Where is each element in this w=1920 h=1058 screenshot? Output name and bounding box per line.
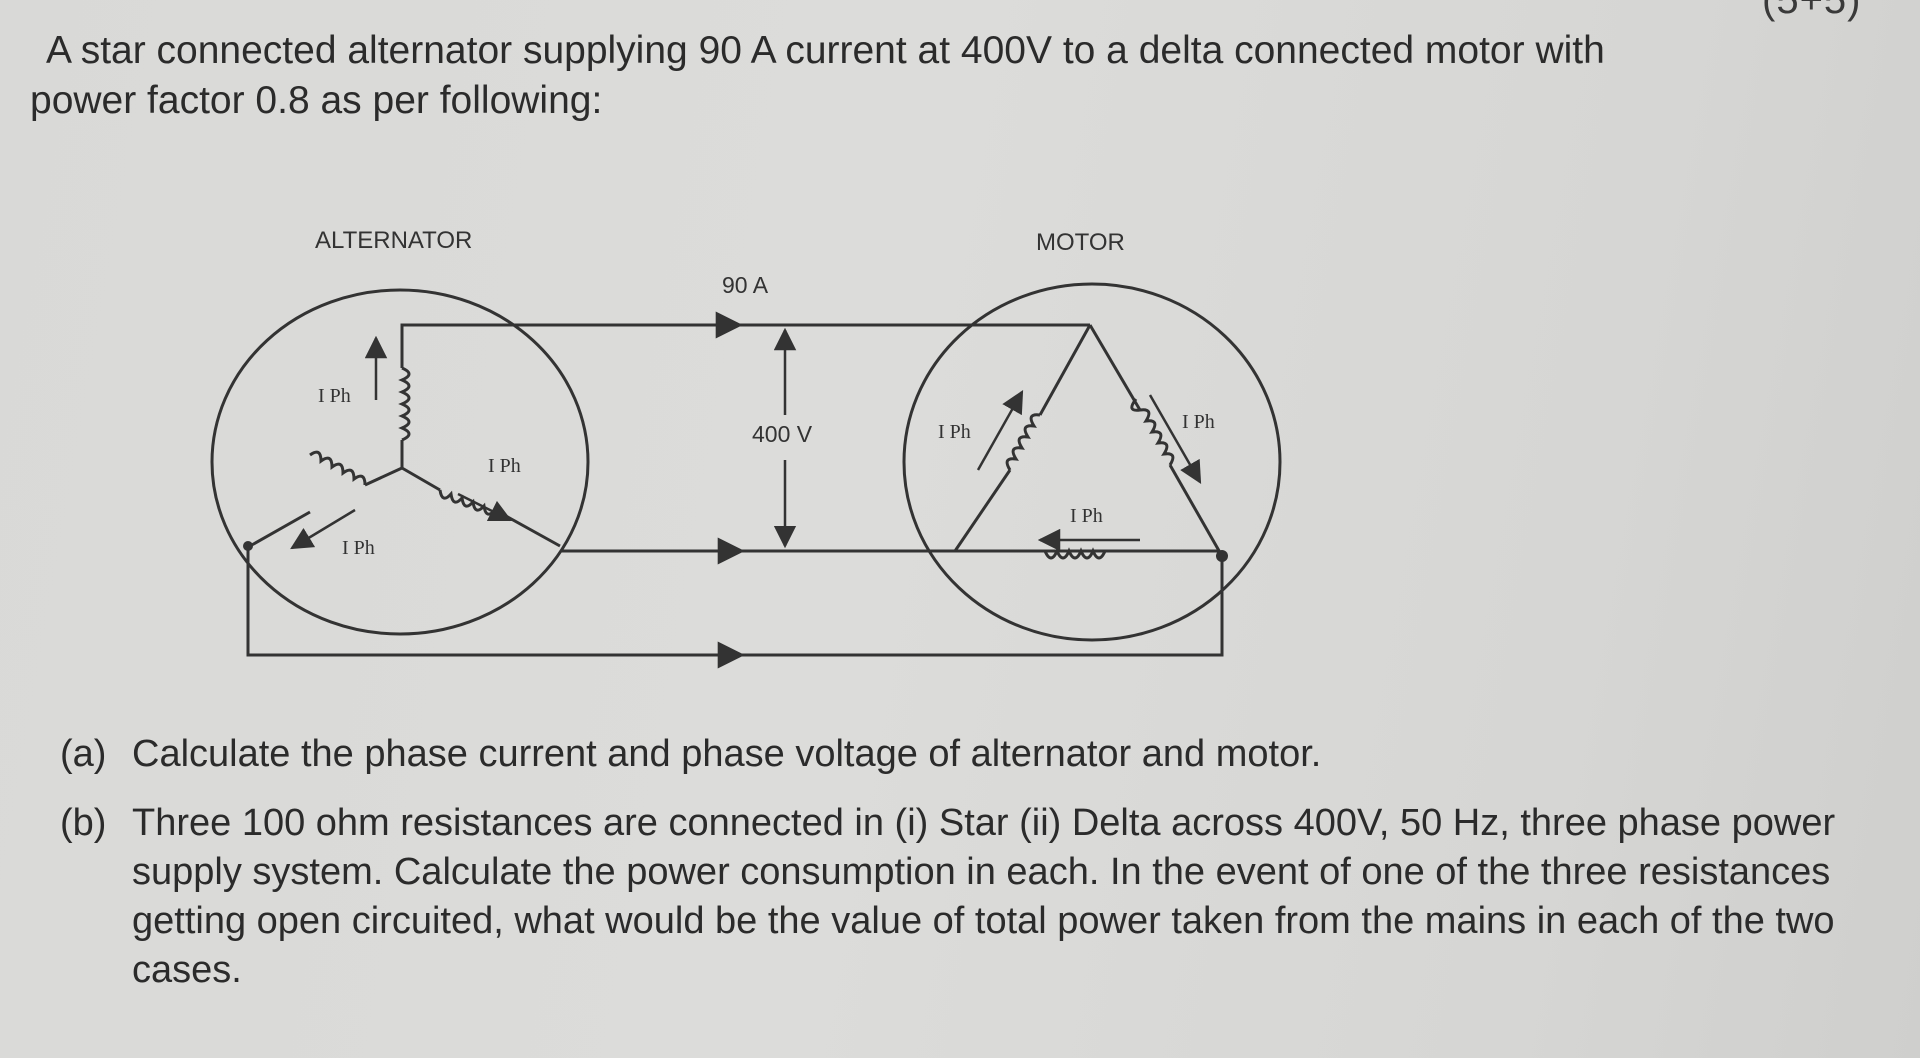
alt-phase-arrow-right — [457, 492, 513, 522]
line-current-label: 90 A — [722, 272, 769, 298]
motor-label: MOTOR — [1036, 229, 1125, 256]
alt-phase-label-top: I Ph — [318, 385, 351, 407]
motor-delta-winding — [953, 324, 1224, 560]
line-conductors — [246, 323, 1224, 657]
intro-line-2: power factor 0.8 as per following: — [30, 79, 603, 122]
marks-indicator: (5+5) — [1762, 0, 1862, 22]
alternator-star-winding — [249, 323, 730, 548]
alt-phase-label-left: I Ph — [342, 537, 375, 559]
question-b: (b) Three 100 ohm resistances are connec… — [60, 799, 1860, 995]
motor-phase-label-right: I Ph — [1182, 411, 1215, 433]
motor-phase-label-bottom: I Ph — [1070, 505, 1103, 527]
line-voltage-label: 400 V — [752, 421, 813, 447]
motor-phase-arrow-left — [976, 390, 1024, 471]
question-b-text: Three 100 ohm resistances are connected … — [132, 802, 1836, 991]
alt-phase-arrow-left — [290, 508, 356, 550]
alternator-circle — [210, 288, 590, 636]
question-intro: A star connected alternator supplying 90… — [30, 26, 1880, 126]
question-b-label: (b) — [60, 802, 107, 844]
question-list: (a) Calculate the phase current and phas… — [60, 730, 1860, 1015]
question-a-label: (a) — [60, 733, 107, 775]
intro-line-1: A star connected alternator supplying 90… — [46, 29, 1605, 72]
motor-circle — [902, 282, 1282, 642]
question-a-text: Calculate the phase current and phase vo… — [132, 733, 1322, 775]
alt-terminal-left — [243, 541, 253, 551]
alt-phase-label-right: I Ph — [488, 455, 521, 477]
alternator-label: ALTERNATOR — [315, 227, 472, 254]
motor-phase-label-left: I Ph — [938, 421, 971, 443]
motor-phase-arrow-right — [1148, 394, 1202, 484]
question-a: (a) Calculate the phase current and phas… — [60, 730, 1860, 779]
